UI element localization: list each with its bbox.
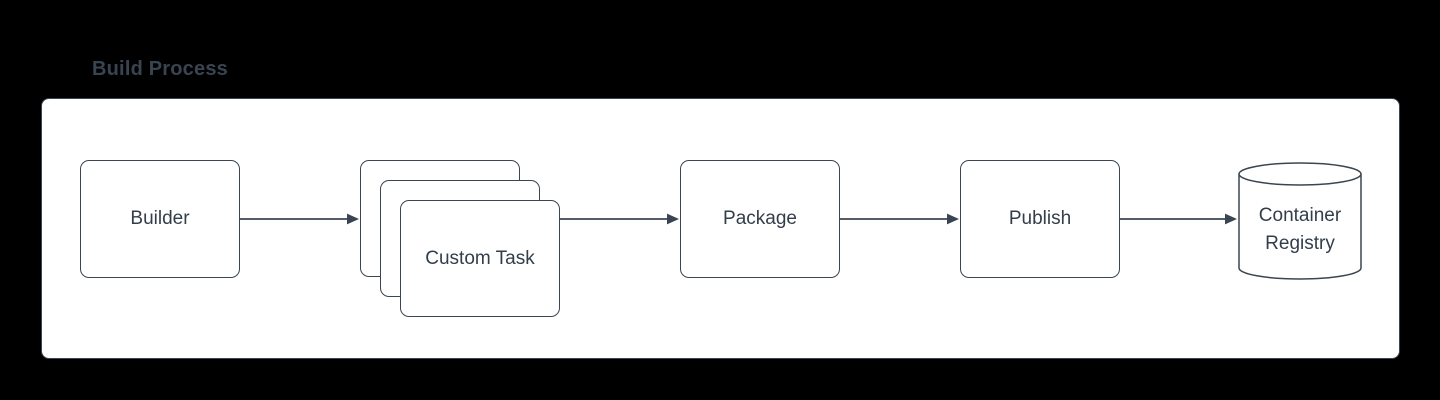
- node-package[interactable]: Package: [680, 160, 840, 278]
- node-container-registry-label: Container Registry: [1258, 205, 1342, 254]
- arrowhead-icon: [347, 213, 359, 225]
- connector-package-to-publish[interactable]: [840, 213, 959, 225]
- node-publish[interactable]: Publish: [960, 160, 1120, 278]
- diagram-title: Build Process: [92, 58, 228, 80]
- node-builder-label: Builder: [130, 208, 190, 229]
- arrowhead-icon: [947, 213, 959, 225]
- node-publish-label: Publish: [1008, 208, 1072, 229]
- arrowhead-icon: [667, 213, 679, 225]
- custom-task-label: Custom Task: [425, 247, 535, 269]
- node-container-registry[interactable]: Container Registry: [1238, 162, 1362, 280]
- connector-publish-to-container-registry[interactable]: [1120, 213, 1237, 225]
- node-package-label: Package: [723, 208, 797, 229]
- arrowhead-icon: [1225, 213, 1237, 225]
- custom-task-card-front[interactable]: Custom Task: [400, 200, 560, 317]
- connector-builder-to-custom-task[interactable]: [240, 213, 359, 225]
- node-builder[interactable]: Builder: [80, 160, 240, 278]
- cylinder-icon: [1238, 162, 1362, 280]
